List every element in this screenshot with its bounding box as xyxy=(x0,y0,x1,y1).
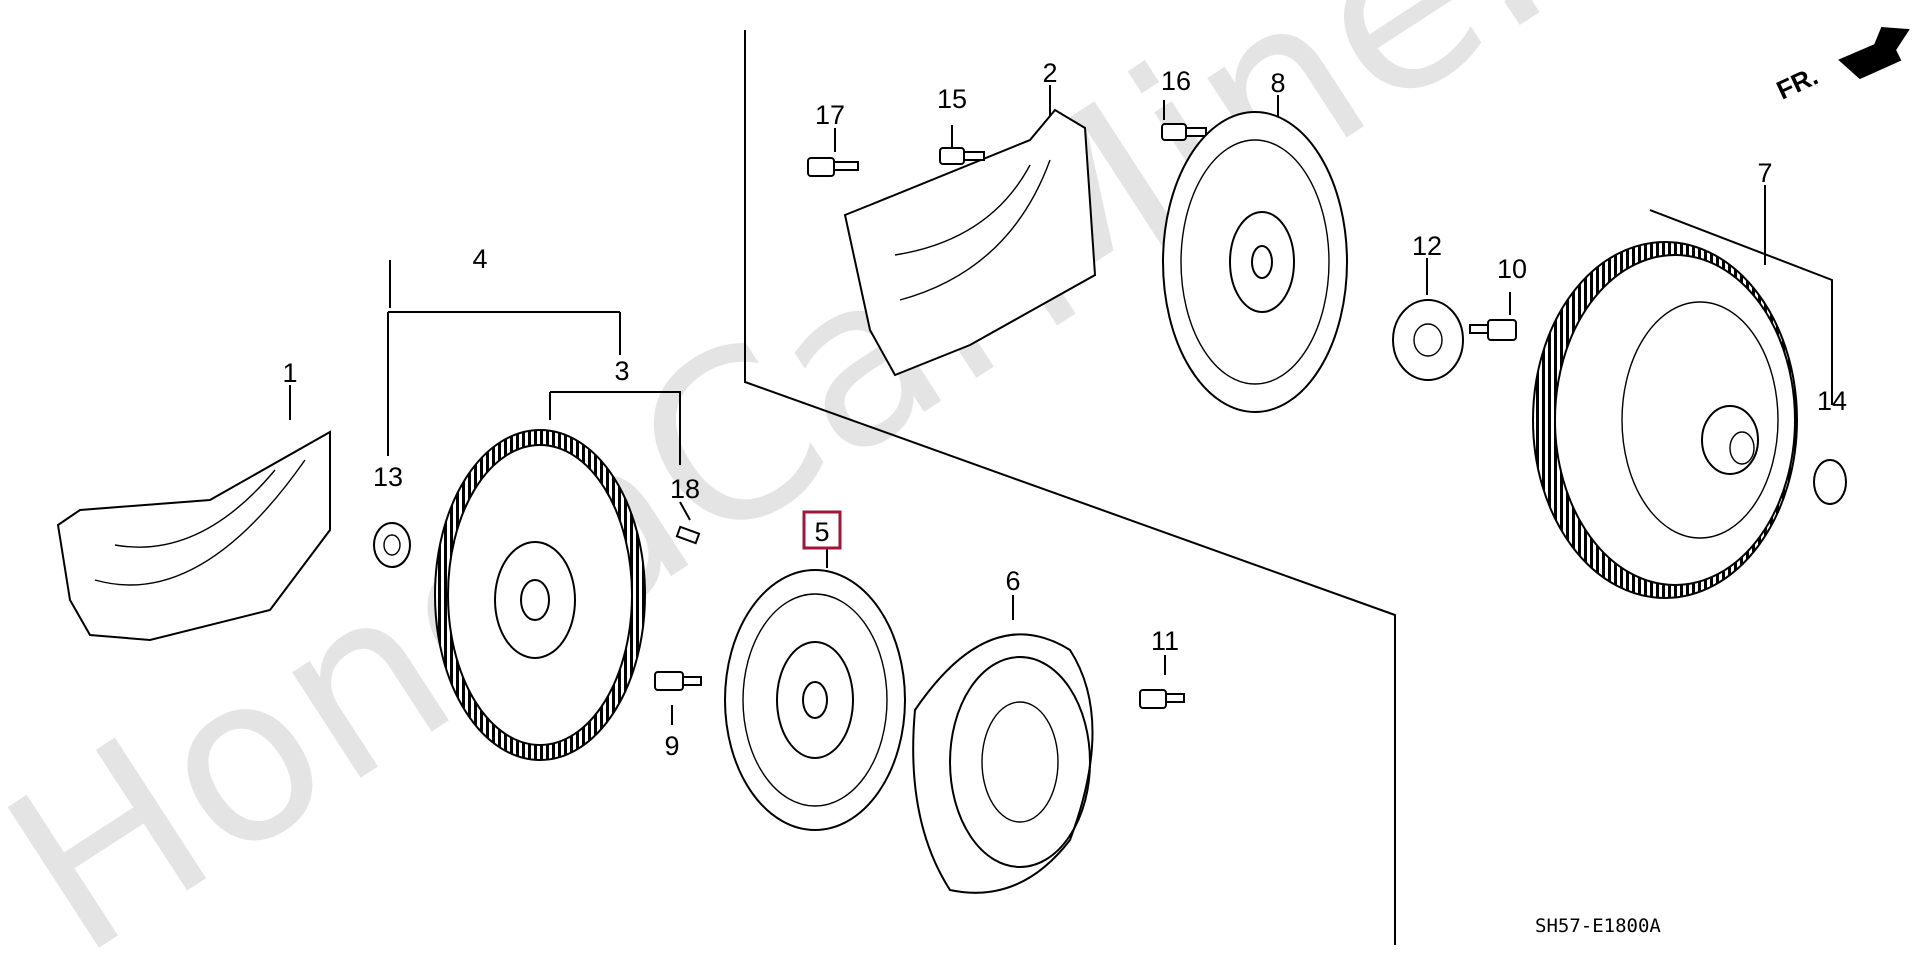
dust-shield-bolt-17 xyxy=(807,157,859,177)
pressure-plate-bolt xyxy=(1139,689,1185,709)
flywheel-bolt xyxy=(654,671,702,691)
callout-3: 3 xyxy=(614,356,629,386)
callout-15: 15 xyxy=(937,84,967,114)
leader-lines xyxy=(289,85,1833,725)
pressure-plate xyxy=(912,633,1094,894)
front-marker-label: FR. xyxy=(1772,61,1823,106)
clutch-disc xyxy=(724,569,906,831)
callout-5: 5 xyxy=(814,517,829,547)
callout-1: 1 xyxy=(282,358,297,388)
dowel-pin xyxy=(675,525,701,545)
callout-8: 8 xyxy=(1270,68,1285,98)
dust-shield-lower xyxy=(56,430,331,642)
drive-plate xyxy=(1162,111,1348,413)
callout-18: 18 xyxy=(670,474,700,504)
callout-labels: 1 2 3 4 5 6 7 8 9 10 11 12 13 14 15 16 1… xyxy=(282,58,1847,761)
callout-2: 2 xyxy=(1042,58,1057,88)
callout-12: 12 xyxy=(1412,231,1442,261)
callout-13: 13 xyxy=(373,462,403,492)
callout-6: 6 xyxy=(1005,566,1020,596)
dust-shield-bolt-15 xyxy=(939,147,985,165)
group-frame-lines xyxy=(744,30,1396,945)
flywheel xyxy=(434,429,646,761)
torque-converter-bolt xyxy=(1469,319,1517,341)
back-plate xyxy=(1392,299,1464,381)
o-ring xyxy=(1813,459,1847,505)
callout-14: 14 xyxy=(1817,386,1847,416)
dust-shield-upper xyxy=(843,108,1097,377)
diagram-code: SH57-E1800A xyxy=(1535,915,1661,937)
torque-converter xyxy=(1532,241,1798,599)
callout-17: 17 xyxy=(815,100,845,130)
pilot-bearing xyxy=(373,522,411,568)
callout-10: 10 xyxy=(1497,254,1527,284)
callout-16: 16 xyxy=(1161,66,1191,96)
callout-4: 4 xyxy=(472,244,487,274)
drive-plate-bolt xyxy=(1161,123,1207,141)
front-direction-arrow: FR. xyxy=(1772,26,1910,106)
callout-9: 9 xyxy=(664,731,679,761)
callout-7: 7 xyxy=(1757,158,1772,188)
callout-11: 11 xyxy=(1151,626,1179,656)
highlight-box xyxy=(802,510,842,550)
